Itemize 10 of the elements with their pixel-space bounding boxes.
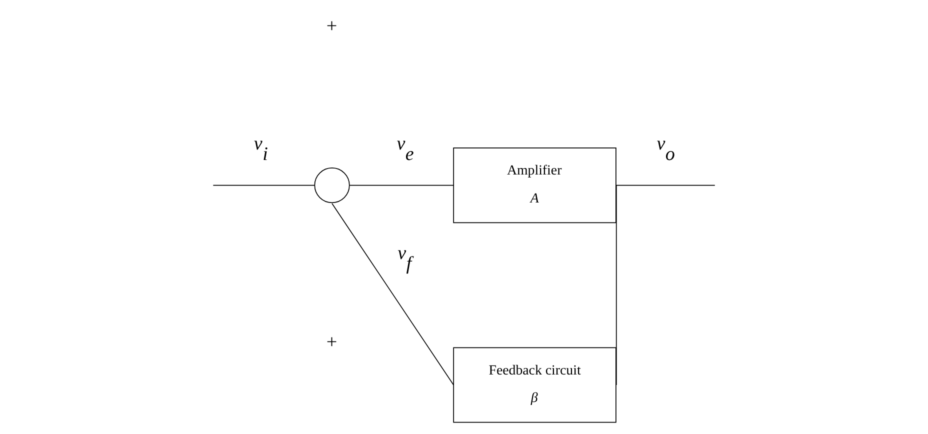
node-box: Amplifier A: [453, 148, 616, 224]
connector: [212, 184, 315, 186]
label: +: [326, 16, 338, 38]
label: +: [326, 332, 338, 354]
connector: [349, 184, 454, 186]
connector: [616, 184, 716, 186]
connector: [616, 184, 617, 386]
node-box: Feedback circuit β: [453, 347, 616, 423]
connector: [332, 203, 454, 386]
node-circle: [314, 168, 350, 204]
